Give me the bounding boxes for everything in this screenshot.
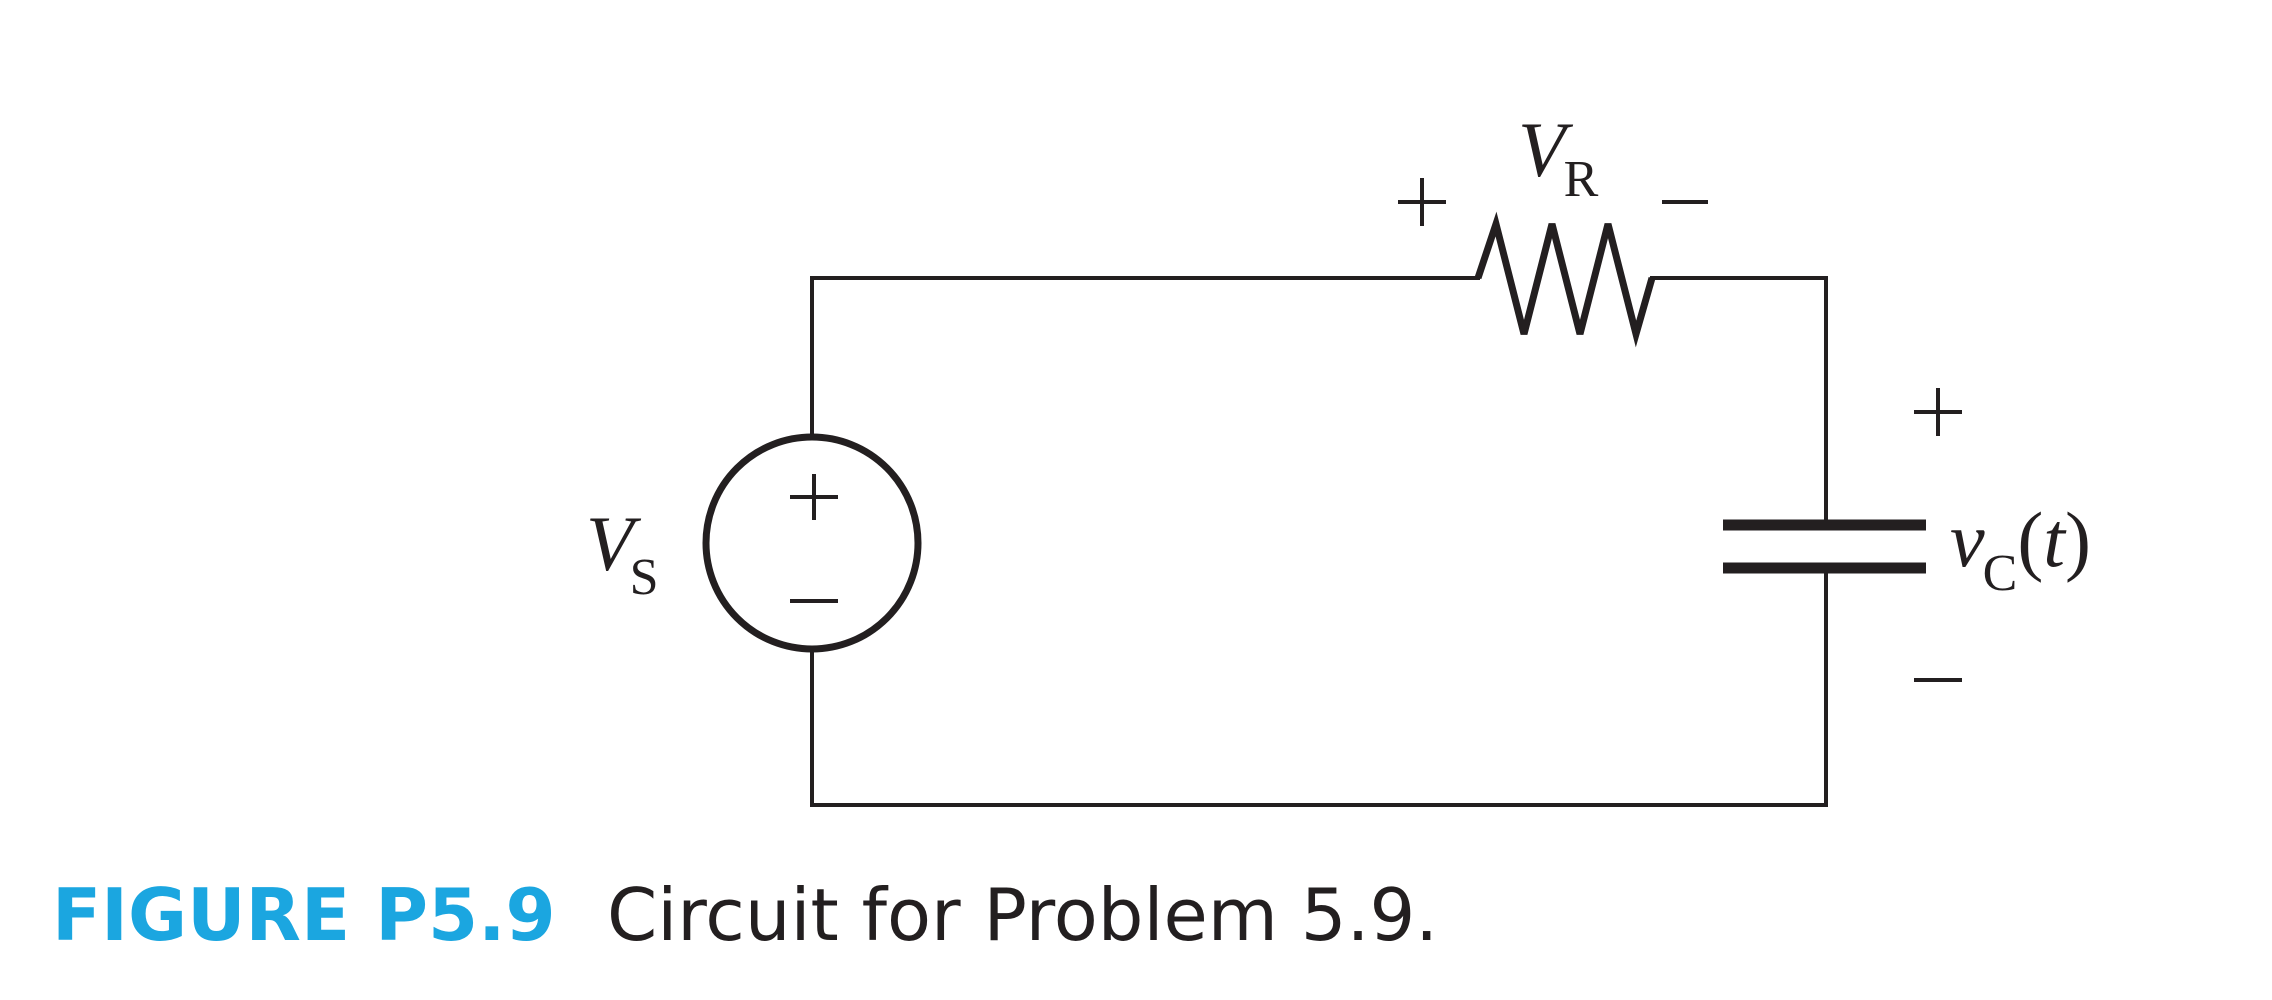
resistor-zigzag (1474, 211, 1656, 348)
top-left-wire (810, 276, 1480, 435)
capacitor-label-subscript: C (1983, 545, 2018, 602)
capacitor (1723, 519, 1926, 574)
source-label-subscript: S (630, 549, 659, 606)
resistor (1474, 211, 1656, 348)
capacitor-label-paren-open: ( (2017, 496, 2043, 583)
capacitor-label-paren-close: ) (2065, 496, 2091, 583)
resistor-label-subscript: R (1564, 151, 1599, 208)
voltage-source (702, 433, 922, 653)
source-label-symbol: V (586, 500, 642, 587)
top-right-wire (1650, 276, 1828, 522)
figure-caption: FIGURE P5.9 Circuit for Problem 5.9. (52, 870, 1438, 960)
figure-caption-text: Circuit for Problem 5.9. (607, 873, 1439, 957)
resistor-label-symbol: V (1518, 106, 1574, 193)
voltage-source-circle (702, 433, 922, 653)
capacitor-label-argument: t (2043, 496, 2067, 583)
bottom-wire (810, 571, 1828, 807)
source-label: VS (586, 500, 659, 606)
capacitor-label: vC(t) (1950, 496, 2091, 602)
resistor-label: VR (1518, 106, 1599, 208)
capacitor-label-symbol: v (1950, 496, 1985, 583)
circuit-wiring (810, 276, 1828, 807)
figure-number: FIGURE P5.9 (52, 873, 556, 957)
